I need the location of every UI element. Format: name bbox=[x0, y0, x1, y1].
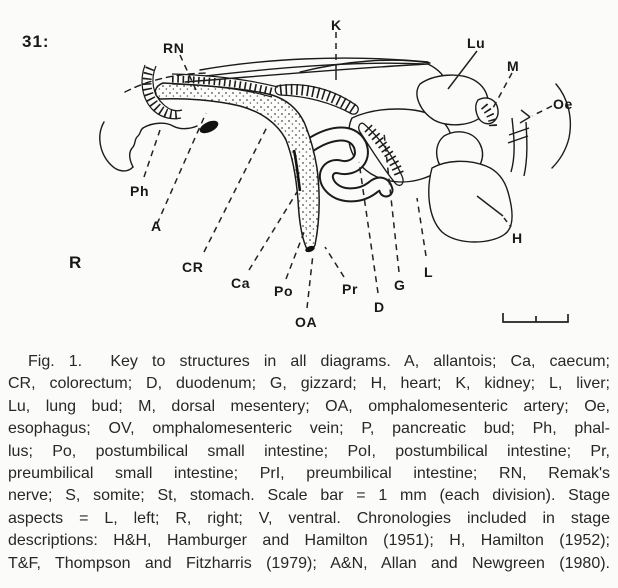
leader-Ph bbox=[143, 129, 161, 178]
caption-line: CR, colorectum; D, duodenum; G, gizzard;… bbox=[8, 375, 610, 393]
label-caecum: Ca bbox=[231, 275, 250, 291]
leader-M bbox=[492, 72, 513, 109]
heart-outline bbox=[428, 160, 513, 243]
caption-line: T&F, Thompson and Fitzharris (1979); A&N… bbox=[8, 554, 610, 572]
scale-bar bbox=[502, 313, 569, 323]
mesentery-hatched-bands bbox=[274, 83, 497, 187]
figure-caption: Fig. 1. Key to structures in all diagram… bbox=[8, 351, 610, 575]
label-liver: L bbox=[424, 264, 433, 280]
leader-Oe-arrow bbox=[519, 109, 531, 124]
leader-Ca bbox=[248, 191, 298, 271]
label-phallus: Ph bbox=[130, 183, 149, 199]
orientation-label: R bbox=[69, 253, 82, 272]
leader-L bbox=[416, 197, 427, 257]
organ-cluster bbox=[347, 74, 530, 243]
leader-H-solid bbox=[476, 195, 504, 217]
label-omphalomesenteric-artery: OA bbox=[295, 314, 317, 330]
label-remaks-nerve: RN bbox=[163, 40, 184, 56]
caption-line: lus; Po, postumbilical small intestine; … bbox=[8, 442, 610, 460]
leader-Lu bbox=[447, 50, 478, 90]
embryo-diagram: 31: R RN K Lu M Oe Ph A CR Ca Po OA Pr D… bbox=[22, 17, 573, 330]
esophagus-outline bbox=[507, 117, 530, 177]
caption-line: Lu, lung bud; M, dorsal mesentery; OA, o… bbox=[8, 397, 610, 415]
label-colorectum: CR bbox=[182, 259, 203, 275]
label-kidney: K bbox=[331, 17, 342, 33]
leader-H bbox=[503, 217, 512, 228]
leader-Pr bbox=[324, 246, 345, 278]
omphalomesenteric-artery-tip bbox=[305, 245, 315, 253]
caption-line: Fig. 1. Key to structures in all diagram… bbox=[28, 353, 610, 370]
leader-G bbox=[383, 132, 400, 273]
tail-outline bbox=[99, 120, 219, 172]
leader-D bbox=[358, 161, 379, 294]
stage-number-label: 31: bbox=[22, 32, 50, 51]
label-allantois: A bbox=[151, 218, 162, 234]
label-heart: H bbox=[512, 230, 523, 246]
label-duodenum: D bbox=[374, 299, 385, 315]
leader-CR bbox=[203, 126, 268, 253]
leader-Po bbox=[285, 226, 307, 280]
structure-labels: 31: R RN K Lu M Oe Ph A CR Ca Po OA Pr D… bbox=[22, 17, 573, 330]
label-gizzard: G bbox=[394, 277, 406, 293]
allantois-stub bbox=[199, 120, 219, 134]
label-dorsal-mesentery: M bbox=[507, 58, 519, 74]
leader-Oe bbox=[531, 105, 553, 117]
caption-line: aspects = L, left; R, right; V, ventral.… bbox=[8, 509, 610, 527]
anatomy-figure: 31: R RN K Lu M Oe Ph A CR Ca Po OA Pr D… bbox=[22, 17, 573, 330]
caption-line: nerve; S, somite; St, stomach. Scale bar… bbox=[8, 487, 610, 505]
leader-OA bbox=[306, 253, 314, 309]
label-postumbilical-intestine: Po bbox=[274, 283, 293, 299]
label-preumbilical-intestine: Pr bbox=[342, 281, 358, 297]
caption-line: preumbilical small intestine; PrI, preum… bbox=[8, 464, 610, 482]
label-esophagus: Oe bbox=[553, 96, 573, 112]
caption-line: descriptions: H&H, Hamburger and Hamilto… bbox=[8, 532, 610, 550]
colorectum-tube bbox=[154, 82, 320, 253]
intestinal-loop bbox=[298, 126, 394, 203]
remaks-nerve-band bbox=[141, 64, 279, 120]
leader-A bbox=[156, 112, 207, 225]
caption-line: esophagus; OV, omphalomesenteric vein; P… bbox=[8, 420, 610, 438]
leader-lines bbox=[143, 32, 553, 309]
label-lung-bud: Lu bbox=[467, 35, 485, 51]
